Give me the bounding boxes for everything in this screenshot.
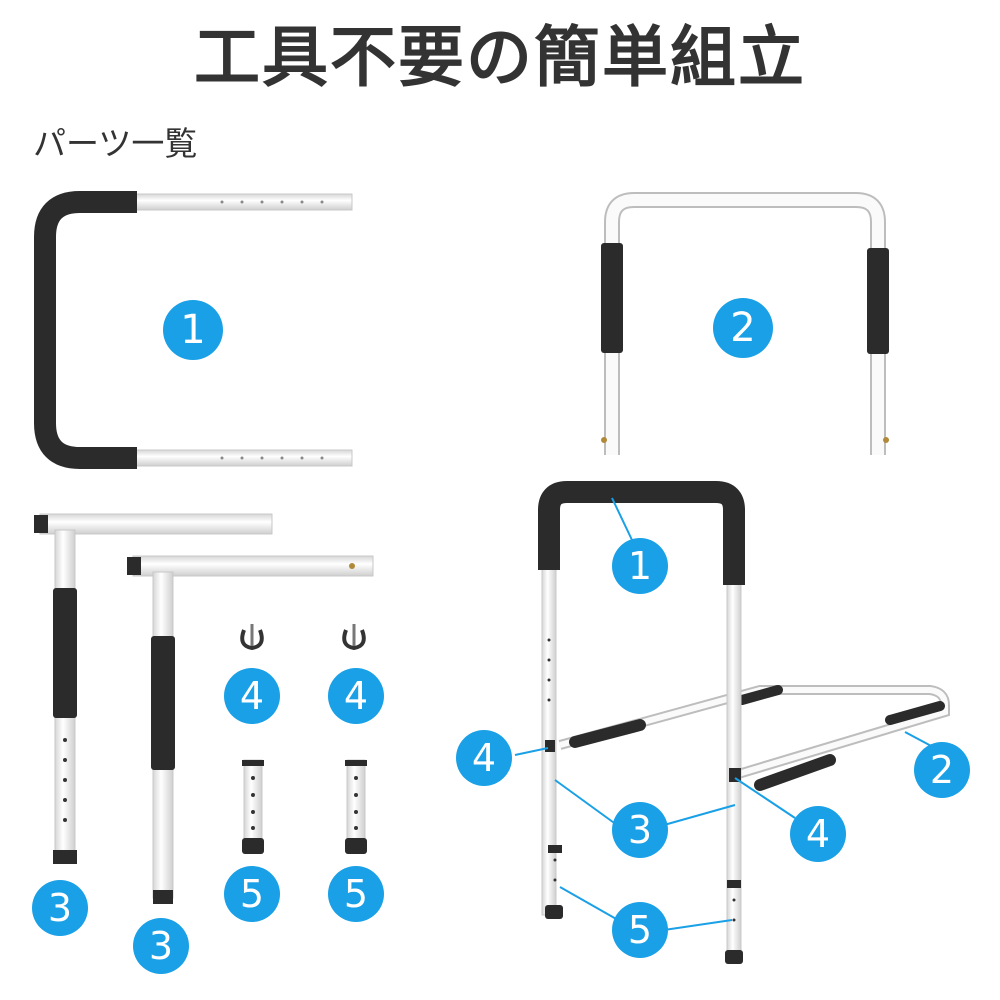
parts-list-heading: パーツ一覧 xyxy=(33,124,198,163)
part-5-leg-extension-left xyxy=(242,759,264,854)
badge-part-5-left: 5 xyxy=(224,866,280,922)
page-title: 工具不要の簡単組立 xyxy=(194,19,806,96)
assembly-badge-5: 5 xyxy=(612,902,668,958)
assembly-badge-4-left: 4 xyxy=(456,730,512,786)
assembly-badge-3: 3 xyxy=(612,802,668,858)
assembly-badge-4-right: 4 xyxy=(790,806,846,862)
badge-part-4-right: 4 xyxy=(328,668,384,724)
part-4-clip-right xyxy=(342,624,366,651)
assembled-bed-rail xyxy=(514,481,950,964)
badge-part-3-right: 3 xyxy=(133,918,189,974)
badge-part-5-right: 5 xyxy=(328,866,384,922)
badge-part-1: 1 xyxy=(163,300,223,360)
assembly-badge-1: 1 xyxy=(612,538,668,594)
badge-part-3-left: 3 xyxy=(32,880,88,936)
part-4-clip-left xyxy=(240,624,264,651)
badge-part-4-left: 4 xyxy=(224,668,280,724)
badge-part-2: 2 xyxy=(713,298,773,358)
part-1-u-frame xyxy=(34,191,353,469)
part-5-leg-extension-right xyxy=(345,759,367,854)
part-2-inverted-u-frame xyxy=(601,192,889,455)
assembly-badge-2: 2 xyxy=(914,742,970,798)
part-3-t-bar-right xyxy=(127,555,374,904)
part-3-t-bar-left xyxy=(34,513,273,864)
